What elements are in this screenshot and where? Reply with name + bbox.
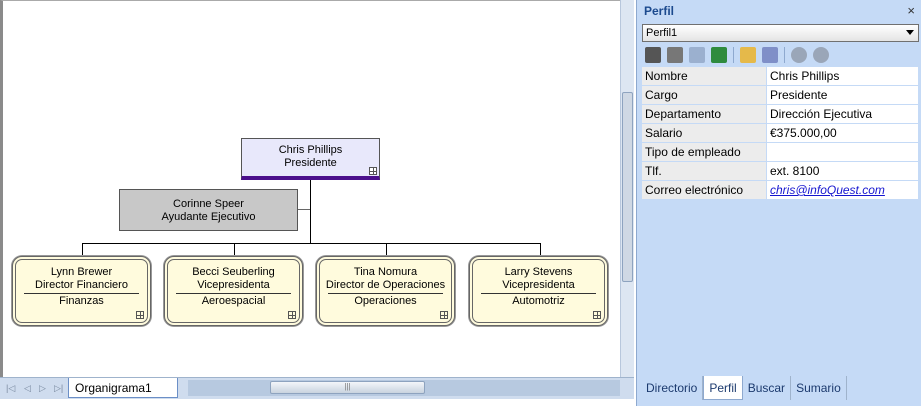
node-title: Director de Operaciones xyxy=(325,279,446,291)
node-name: Becci Seuberling xyxy=(192,266,275,278)
field-value[interactable]: €375.000,00 xyxy=(766,123,919,143)
copy-icon[interactable] xyxy=(689,47,705,63)
horizontal-scrollbar[interactable]: ||| xyxy=(188,380,620,396)
field-label: Correo electrónico xyxy=(641,180,767,200)
node-chris-phillips[interactable]: Chris Phillips Presidente xyxy=(241,138,380,180)
node-title: Ayudante Ejecutivo xyxy=(161,211,256,223)
connector xyxy=(540,243,541,256)
divider xyxy=(176,293,291,294)
divider xyxy=(328,293,443,294)
profile-select-value: Perfil1 xyxy=(646,27,678,39)
connector xyxy=(234,243,235,256)
collapse-icon[interactable] xyxy=(369,167,377,175)
field-row: Tlf.ext. 8100 xyxy=(641,161,919,181)
node-name: Lynn Brewer xyxy=(50,266,113,278)
forward-icon[interactable] xyxy=(813,47,829,63)
email-link[interactable]: chris@infoQuest.com xyxy=(770,183,885,197)
separator xyxy=(733,47,734,63)
vertical-scrollbar[interactable] xyxy=(620,0,634,377)
tab-sumario[interactable]: Sumario xyxy=(791,376,847,400)
prev-sheet-icon[interactable]: ◁ xyxy=(24,383,31,393)
field-label: Cargo xyxy=(641,85,767,105)
org-chart-canvas[interactable]: Chris Phillips Presidente Corinne Speer … xyxy=(0,0,620,377)
field-value[interactable]: Chris Phillips xyxy=(766,66,919,86)
chevron-down-icon xyxy=(906,30,914,35)
field-value: chris@infoQuest.com xyxy=(766,180,919,200)
tab-perfil[interactable]: Perfil xyxy=(703,376,743,400)
field-label: Departamento xyxy=(641,104,767,124)
node-dept: Aeroespacial xyxy=(201,295,266,307)
scroll-thumb[interactable]: ||| xyxy=(270,381,425,394)
field-value[interactable] xyxy=(766,142,919,162)
node-dept: Operaciones xyxy=(354,295,417,307)
field-label: Tipo de empleado xyxy=(641,142,767,162)
sheet-tab[interactable]: Organigrama1 xyxy=(68,378,178,398)
excel-icon[interactable] xyxy=(711,47,727,63)
tab-buscar[interactable]: Buscar xyxy=(743,376,792,400)
field-row: Salario€375.000,00 xyxy=(641,123,919,143)
expand-icon[interactable] xyxy=(288,311,296,319)
field-value[interactable]: Presidente xyxy=(766,85,919,105)
close-icon[interactable]: × xyxy=(907,3,915,18)
expand-icon[interactable] xyxy=(440,311,448,319)
field-label: Salario xyxy=(641,123,767,143)
expand-icon[interactable] xyxy=(593,311,601,319)
connector xyxy=(82,243,83,256)
node-title: Director Financiero xyxy=(35,279,128,291)
last-sheet-icon[interactable]: ▷| xyxy=(54,383,64,393)
back-icon[interactable] xyxy=(791,47,807,63)
panel-toolbar xyxy=(645,46,829,64)
edit-profile-icon[interactable] xyxy=(762,47,778,63)
tab-directorio[interactable]: Directorio xyxy=(641,376,704,400)
expand-icon[interactable] xyxy=(136,311,144,319)
field-row: Tipo de empleado xyxy=(641,142,919,162)
node-becci-seuberling[interactable]: Becci Seuberling Vicepresidenta Aeroespa… xyxy=(164,256,303,326)
node-lynn-brewer[interactable]: Lynn Brewer Director Financiero Finanzas xyxy=(12,256,151,326)
divider xyxy=(24,293,139,294)
node-title: Vicepresidenta xyxy=(502,279,575,291)
field-value[interactable]: Dirección Ejecutiva xyxy=(766,104,919,124)
connector xyxy=(386,243,387,256)
connector xyxy=(82,243,541,244)
field-label: Nombre xyxy=(641,66,767,86)
sheet-bar: |◁ ◁ ▷ ▷| Organigrama1 ||| xyxy=(0,377,634,399)
connector xyxy=(310,180,311,243)
panel-title: Perfil xyxy=(644,4,675,18)
node-corinne-speer[interactable]: Corinne Speer Ayudante Ejecutivo xyxy=(119,189,298,231)
first-sheet-icon[interactable]: |◁ xyxy=(6,383,16,393)
field-value[interactable]: ext. 8100 xyxy=(766,161,919,181)
node-name: Larry Stevens xyxy=(504,266,573,278)
field-label: Tlf. xyxy=(641,161,767,181)
connector xyxy=(298,209,310,210)
next-sheet-icon[interactable]: ▷ xyxy=(39,383,46,393)
print-icon[interactable] xyxy=(645,47,661,63)
node-name: Tina Nomura xyxy=(353,266,418,278)
node-larry-stevens[interactable]: Larry Stevens Vicepresidenta Automotriz xyxy=(469,256,608,326)
divider xyxy=(481,293,596,294)
panel-tabs: Directorio Perfil Buscar Sumario xyxy=(641,376,847,400)
node-title: Presidente xyxy=(284,157,337,169)
node-tina-nomura[interactable]: Tina Nomura Director de Operaciones Oper… xyxy=(316,256,455,326)
print-preview-icon[interactable] xyxy=(667,47,683,63)
node-name: Chris Phillips xyxy=(278,144,343,156)
open-profile-icon[interactable] xyxy=(740,47,756,63)
node-dept: Finanzas xyxy=(59,295,104,307)
separator xyxy=(784,47,785,63)
profile-select[interactable]: Perfil1 xyxy=(642,24,919,42)
node-name: Corinne Speer xyxy=(173,198,244,210)
node-dept: Automotriz xyxy=(512,295,565,307)
scroll-thumb[interactable] xyxy=(622,92,633,282)
node-title: Vicepresidenta xyxy=(197,279,270,291)
